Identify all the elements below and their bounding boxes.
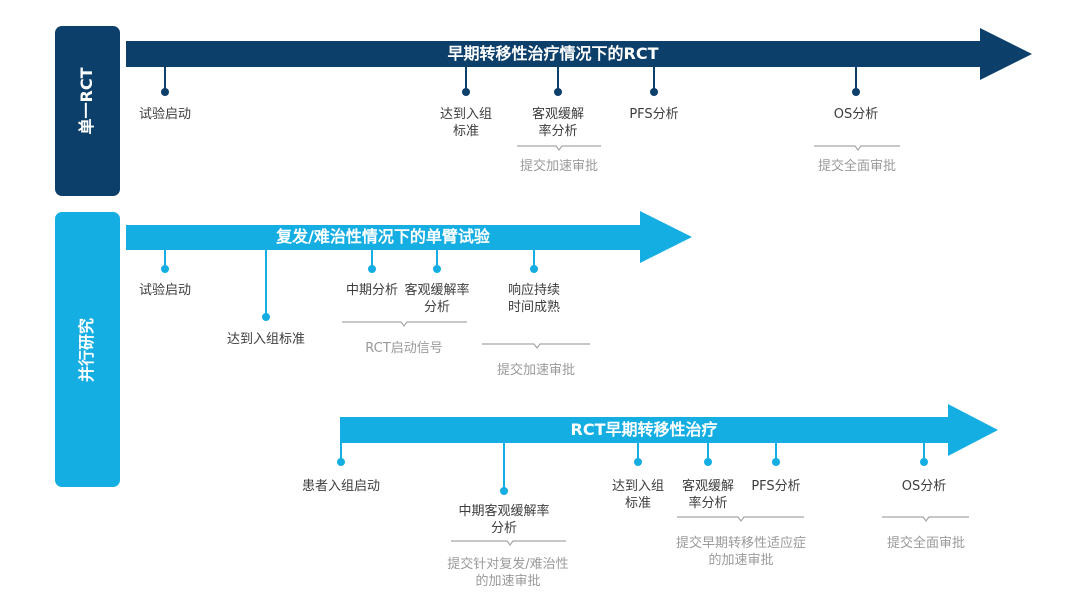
dot-t1-enroll: [462, 88, 470, 96]
bracket-t2-rct-signal: [342, 321, 467, 327]
dot-t2-interim: [368, 265, 376, 273]
t1-submit-accelerated: 提交加速审批: [519, 159, 598, 174]
dot-t1-orr: [554, 88, 562, 96]
dot-t1-os: [852, 88, 860, 96]
bracket-t3-early: [677, 516, 804, 522]
bracket-t1-accelerated: [517, 145, 601, 151]
t1-enroll-line1: 达到入组: [439, 107, 492, 122]
dot-t2-orr: [433, 265, 441, 273]
t3-submit-early: 提交早期转移性适应症 的加速审批: [661, 535, 821, 569]
t3-enroll-line1: 达到入组: [611, 479, 664, 494]
dot-t3-os: [920, 458, 928, 466]
dot-t3-interim-orr: [500, 487, 508, 495]
t3-submit-rr: 提交针对复发/难治性 的加速审批: [428, 556, 588, 590]
t1-os-label: OS分析: [833, 107, 879, 122]
t2-orr-line2: 分析: [423, 300, 450, 315]
t3-pfs-label: PFS分析: [751, 479, 801, 494]
t3-interim-orr-line2: 分析: [490, 521, 517, 536]
dot-t1-trial-start: [161, 88, 169, 96]
t3-submit-early-line1: 提交早期转移性适应症: [675, 536, 806, 551]
t2-orr-line1: 客观缓解率: [404, 283, 470, 298]
t1-orr-line1: 客观缓解: [531, 107, 584, 122]
t2-orr-label: 客观缓解率 分析: [392, 282, 482, 316]
t3-interim-orr-line1: 中期客观缓解率: [458, 504, 550, 519]
parallel-study-panel: [55, 212, 120, 487]
early-rct-arrow: [126, 28, 1032, 80]
t2-rct-signal: RCT启动信号: [365, 341, 443, 356]
t2-dor-label: 响应持续 时间成熟: [489, 282, 579, 316]
t2-submit-accelerated: 提交加速审批: [496, 363, 575, 378]
arrow-title-early-rct: 早期转移性治疗情况下的RCT: [447, 44, 659, 63]
bracket-t3-full: [882, 516, 969, 522]
dot-t2-dor: [530, 265, 538, 273]
t3-enroll-label: 达到入组 标准: [593, 478, 683, 512]
bracket-t2-accelerated: [482, 343, 590, 349]
t1-orr-label: 客观缓解 率分析: [513, 106, 603, 140]
t2-enroll-label: 达到入组标准: [226, 332, 305, 347]
dot-t3-patient-enroll: [337, 458, 345, 466]
t2-dor-line2: 时间成熟: [507, 300, 560, 315]
section-label-parallel: 并行研究: [77, 318, 96, 383]
t1-enroll-label: 达到入组 标准: [421, 106, 511, 140]
arrow-title-single-arm: 复发/难治性情况下的单臂试验: [276, 227, 490, 246]
t3-submit-rr-line2: 的加速审批: [475, 574, 541, 589]
t3-interim-orr-label: 中期客观缓解率 分析: [444, 503, 564, 537]
single-rct-panel: [55, 26, 120, 196]
t3-enroll-line2: 标准: [624, 496, 651, 511]
bracket-t1-full: [814, 145, 900, 151]
t1-trial-start-label: 试验启动: [138, 107, 191, 122]
t3-orr-line2: 率分析: [688, 496, 728, 511]
dot-t3-orr: [704, 458, 712, 466]
single-arm-arrow: [126, 211, 692, 263]
t3-orr-line1: 客观缓解: [681, 479, 734, 494]
t2-interim-label: 中期分析: [345, 283, 398, 298]
dot-t1-pfs: [650, 88, 658, 96]
section-label-single-rct: 单一RCT: [77, 67, 96, 135]
dot-t2-trial-start: [161, 265, 169, 273]
t1-orr-line2: 率分析: [538, 124, 578, 139]
t3-submit-early-line2: 的加速审批: [708, 553, 774, 568]
bracket-t3-rr: [451, 540, 566, 546]
t2-trial-start-label: 试验启动: [138, 283, 191, 298]
t3-submit-rr-line1: 提交针对复发/难治性: [447, 557, 569, 572]
dot-t3-enroll: [634, 458, 642, 466]
t1-enroll-line2: 标准: [452, 124, 479, 139]
t3-orr-label: 客观缓解 率分析: [663, 478, 753, 512]
t3-os-label: OS分析: [901, 479, 947, 494]
t3-patient-enroll-label: 患者入组启动: [301, 479, 380, 494]
t1-pfs-label: PFS分析: [629, 107, 679, 122]
t3-submit-full: 提交全面审批: [886, 536, 965, 551]
dot-t3-pfs: [772, 458, 780, 466]
t1-submit-full: 提交全面审批: [817, 159, 896, 174]
arrow-title-rct-early: RCT早期转移性治疗: [570, 420, 718, 439]
dot-t2-enroll: [262, 313, 270, 321]
t2-dor-line1: 响应持续: [507, 283, 560, 298]
